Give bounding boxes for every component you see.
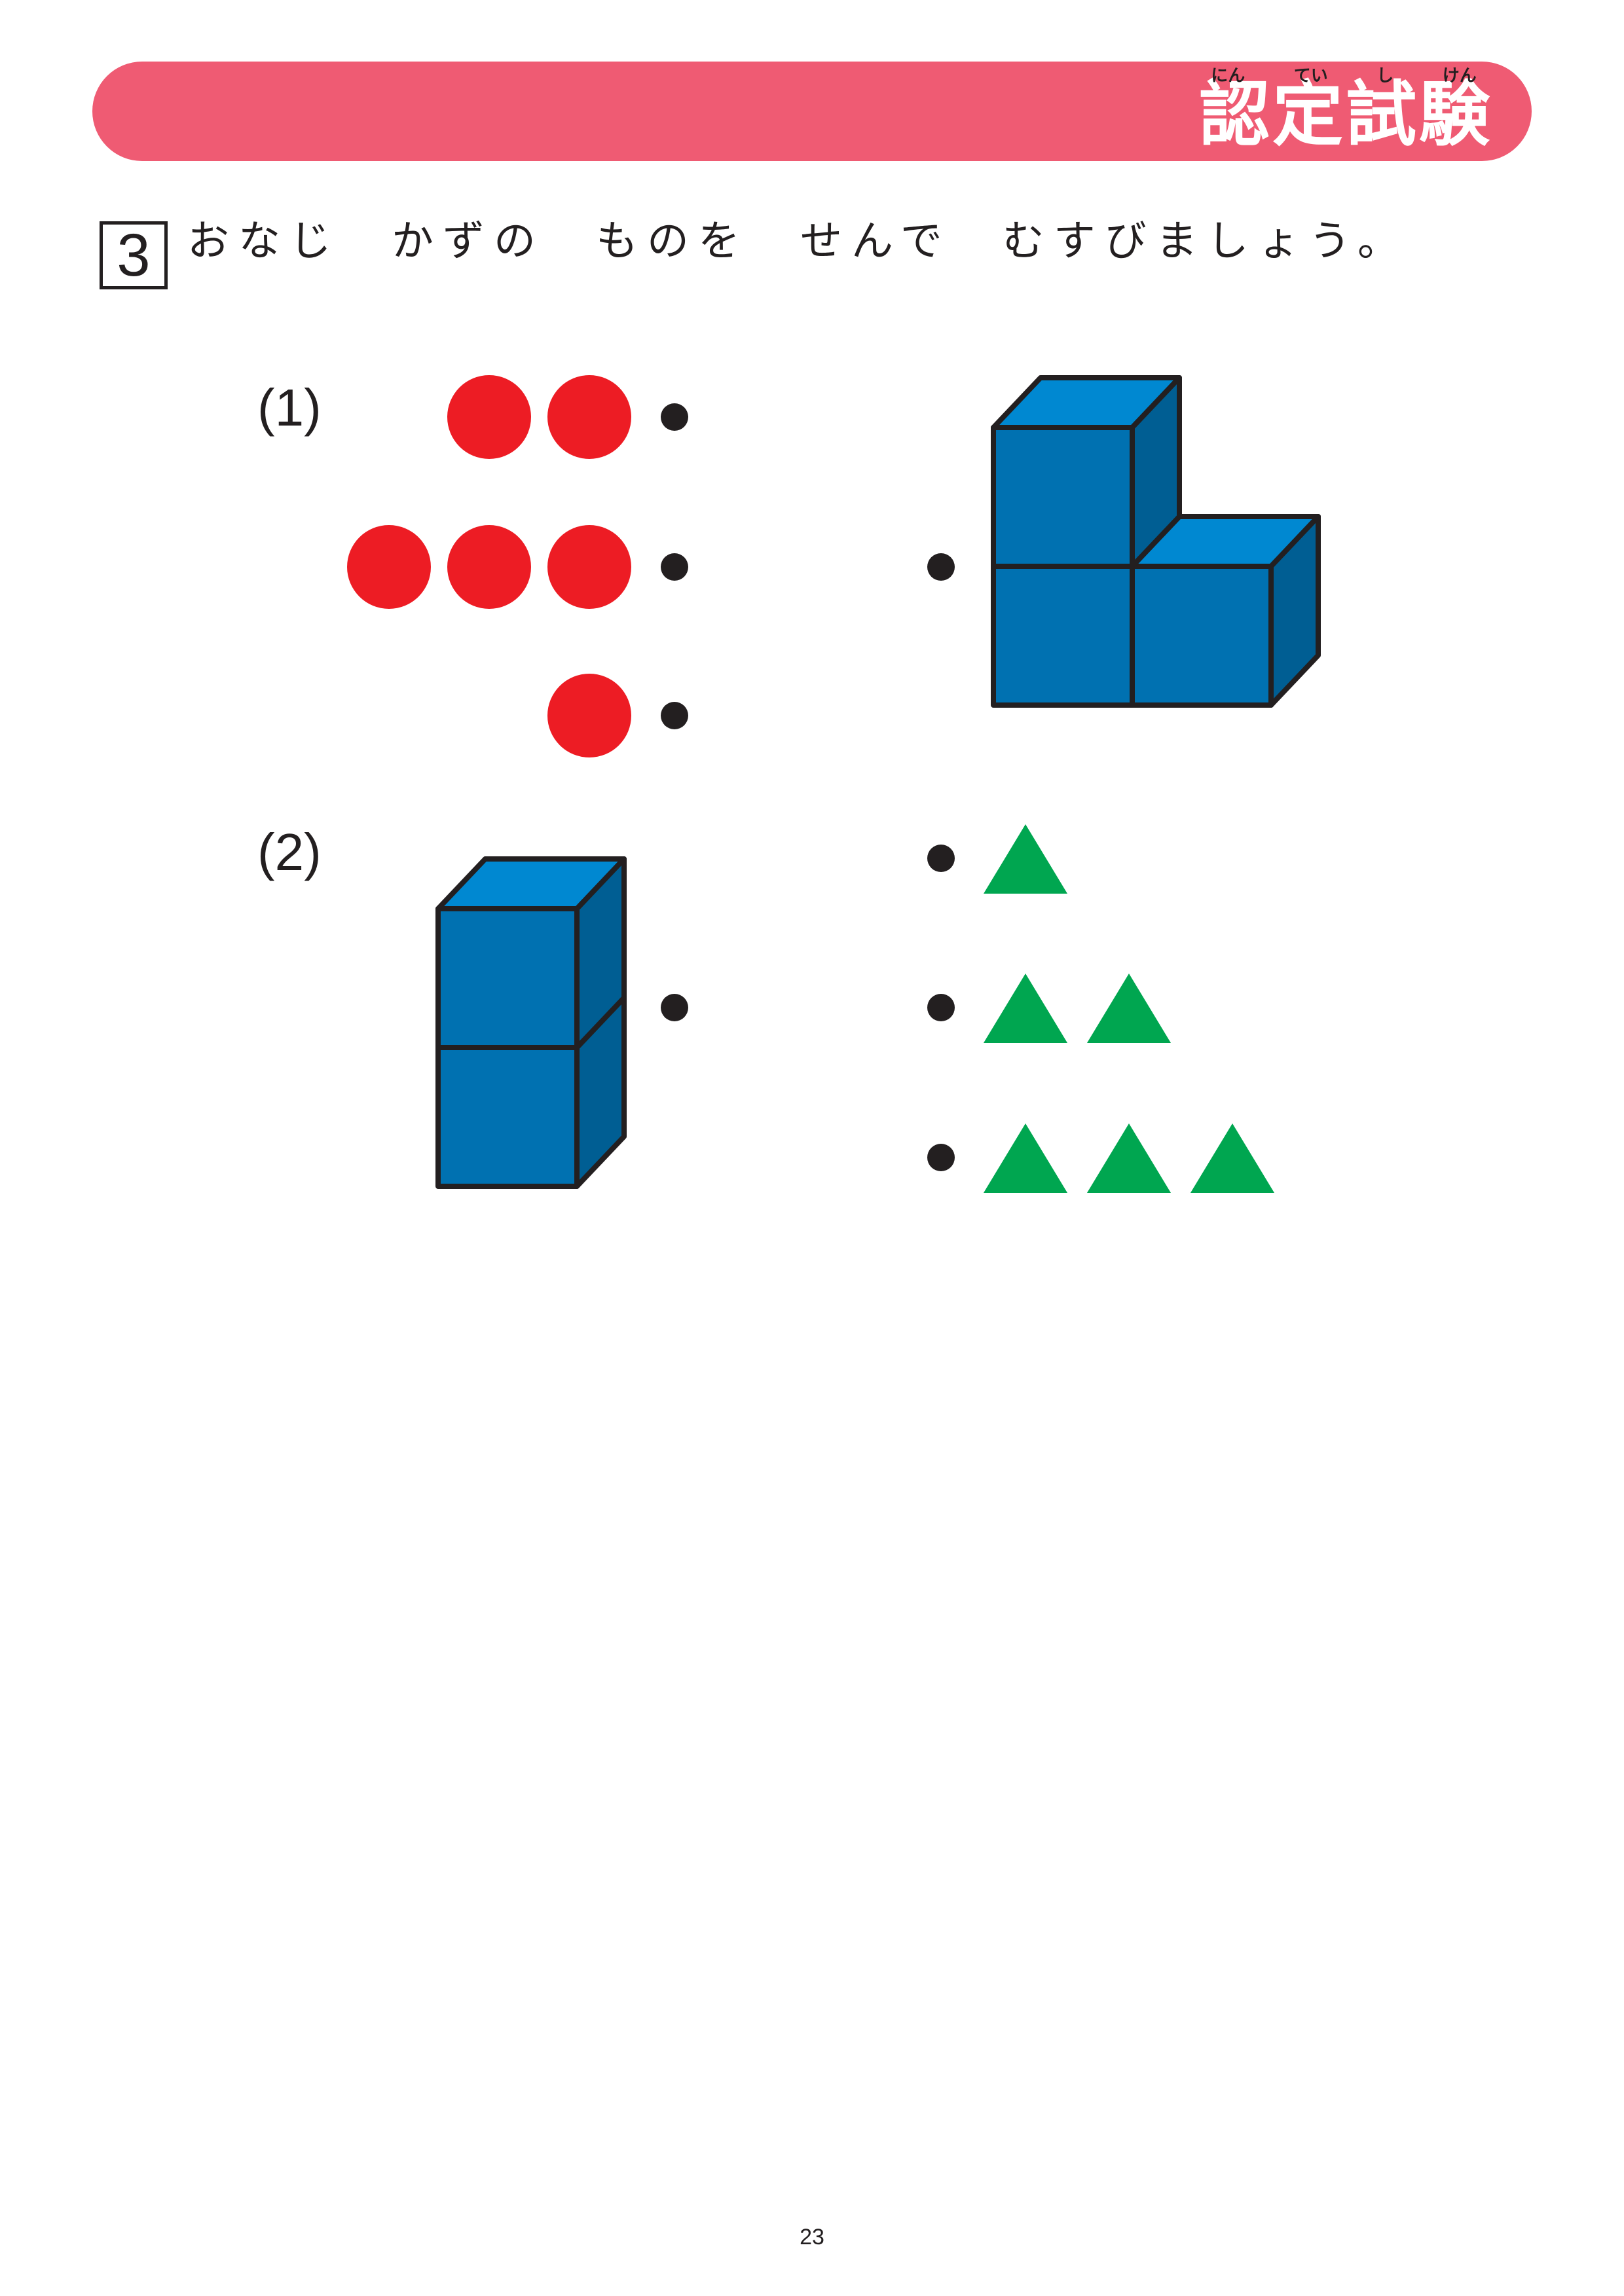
cube-front-face [435, 906, 580, 1050]
header-ruby: にん てい し けん [1187, 63, 1501, 86]
ruby-text: にん [1211, 65, 1246, 86]
connection-dot [927, 553, 955, 581]
blue-cube [435, 856, 627, 1050]
connection-dot [927, 994, 955, 1021]
ruby-text: し [1376, 65, 1394, 86]
connection-dot [661, 403, 688, 431]
red-circle [347, 525, 431, 609]
green-triangle [984, 1123, 1067, 1193]
red-circle [547, 674, 631, 757]
question-instruction: おなじ かずの ものを せんで むすびましょう。 [187, 217, 1409, 266]
blue-cube [991, 375, 1182, 569]
ruby-text: てい [1293, 65, 1328, 86]
question-number-box: 3 [100, 221, 168, 289]
red-circle [447, 375, 531, 459]
header-bar: 認定試験 [92, 62, 1532, 161]
cube-front-face [1130, 564, 1274, 708]
page-number: 23 [800, 2225, 824, 2250]
green-triangle [1087, 974, 1171, 1043]
cube-front-face [991, 564, 1135, 708]
problem-2-label: (2) [257, 823, 322, 881]
cube-front-face [991, 425, 1135, 569]
problem-2-artwork [435, 824, 1274, 1193]
header-title: 認定試験 [1198, 74, 1492, 156]
green-triangle [1087, 1123, 1171, 1193]
red-circle [447, 525, 531, 609]
green-triangle [984, 824, 1067, 894]
problem-1-label: (1) [257, 378, 322, 437]
connection-dot [927, 1144, 955, 1171]
question-number: 3 [117, 222, 151, 289]
problem-1-artwork [347, 375, 1321, 757]
connection-dot [661, 702, 688, 729]
connection-dot [927, 845, 955, 872]
green-triangle [1190, 1123, 1274, 1193]
blue-cube [1130, 514, 1321, 708]
red-circle [547, 375, 631, 459]
ruby-text: けん [1442, 65, 1477, 86]
green-triangle [984, 974, 1067, 1043]
connection-dot [661, 994, 688, 1021]
cube-front-face [435, 1045, 580, 1189]
connection-dot [661, 553, 688, 581]
red-circle [547, 525, 631, 609]
